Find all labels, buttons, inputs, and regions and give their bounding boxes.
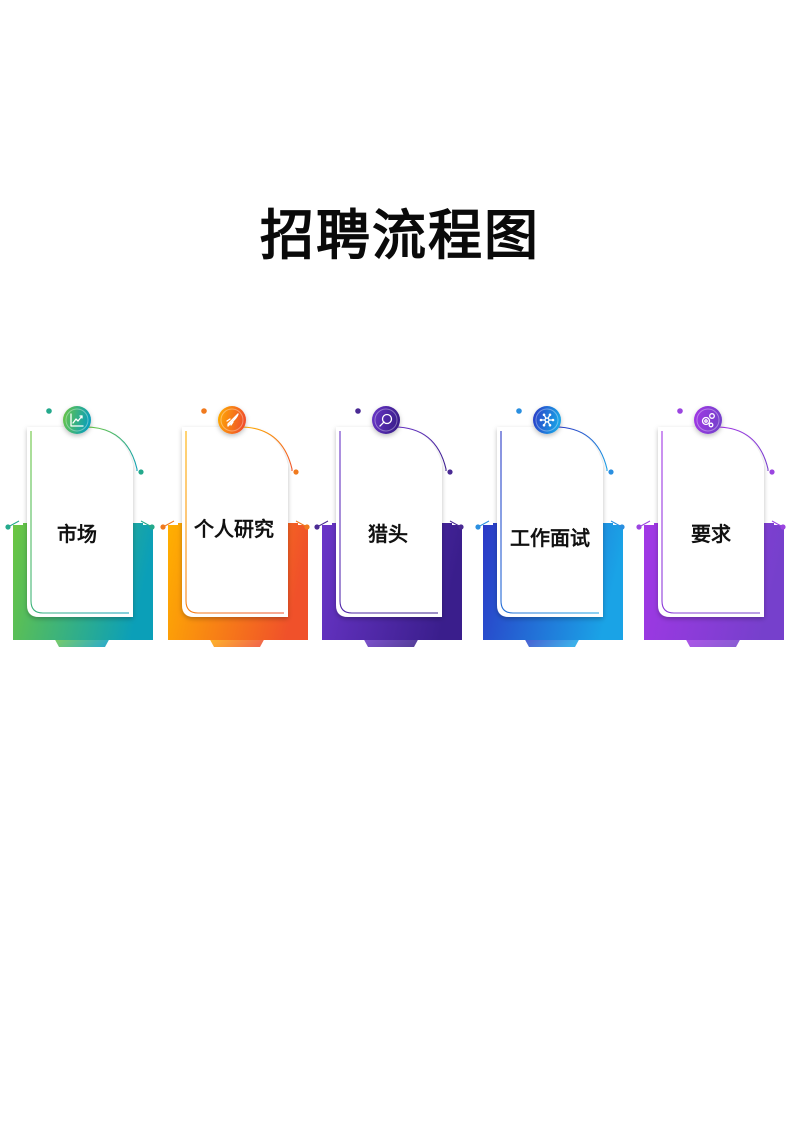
step-card-job-interview: 工作面试 xyxy=(475,395,633,660)
connector-dot xyxy=(608,469,614,475)
connector-dot xyxy=(138,469,144,475)
connector-line xyxy=(84,426,138,471)
card-white-panel xyxy=(182,427,288,617)
connector-line xyxy=(477,520,490,528)
connector-line xyxy=(316,520,329,528)
step-label-personal-research: 个人研究 xyxy=(194,517,274,541)
icon-badge xyxy=(372,406,400,434)
card-white-panel xyxy=(658,427,764,617)
step-card-frame xyxy=(636,406,786,647)
connector-dot xyxy=(293,469,299,475)
connector-line xyxy=(500,431,599,614)
step-card-personal-research: 个人研究 xyxy=(160,395,318,660)
icon-badge-ring xyxy=(374,408,398,432)
step-card-headhunting: 猎头 xyxy=(314,395,472,660)
connector-dot xyxy=(516,408,522,414)
connector-line xyxy=(661,431,760,614)
connector-dot xyxy=(201,408,207,414)
icon-badge-ring xyxy=(535,408,559,432)
connector-line xyxy=(610,520,623,528)
network-icon xyxy=(539,413,555,427)
icon-badge-ring xyxy=(65,408,89,432)
connector-line xyxy=(295,520,308,528)
step-card-market: 市场 xyxy=(5,395,163,660)
step-label-requirements: 要求 xyxy=(691,522,731,546)
connector-dot xyxy=(355,408,361,414)
step-label-headhunting: 猎头 xyxy=(368,522,408,546)
connector-dot xyxy=(46,408,52,414)
step-card-frame xyxy=(160,406,310,647)
page-title: 招聘流程图 xyxy=(260,204,540,267)
connector-line xyxy=(715,426,769,471)
connector-line xyxy=(30,431,129,614)
step-card-frame xyxy=(314,406,464,647)
step-card-frame xyxy=(5,406,155,647)
settings-gears-icon xyxy=(701,413,715,428)
connector-dot xyxy=(677,408,683,414)
step-card-frame xyxy=(475,406,625,647)
connector-line xyxy=(554,426,608,471)
card-white-panel xyxy=(336,427,442,617)
step-label-market: 市场 xyxy=(57,522,97,546)
icon-badge xyxy=(533,406,561,434)
connector-dot xyxy=(769,469,775,475)
step-label-job-interview: 工作面试 xyxy=(510,526,590,550)
search-icon xyxy=(379,413,393,427)
icon-badge xyxy=(694,406,722,434)
connector-line xyxy=(449,520,462,528)
card-white-panel xyxy=(497,427,603,617)
icon-badge-ring xyxy=(220,408,244,432)
card-white-panel xyxy=(27,427,133,617)
connector-line xyxy=(7,520,20,528)
connector-line xyxy=(393,426,447,471)
growth-chart-icon xyxy=(70,413,84,427)
connector-line xyxy=(638,520,651,528)
connector-dot xyxy=(447,469,453,475)
step-card-requirements: 要求 xyxy=(636,395,794,660)
connector-line xyxy=(185,431,284,614)
connector-line xyxy=(771,520,784,528)
icon-badge-ring xyxy=(696,408,720,432)
connector-line xyxy=(140,520,153,528)
rocket-icon xyxy=(226,413,239,427)
connector-line xyxy=(162,520,175,528)
connector-line xyxy=(239,426,293,471)
connector-line xyxy=(339,431,438,614)
